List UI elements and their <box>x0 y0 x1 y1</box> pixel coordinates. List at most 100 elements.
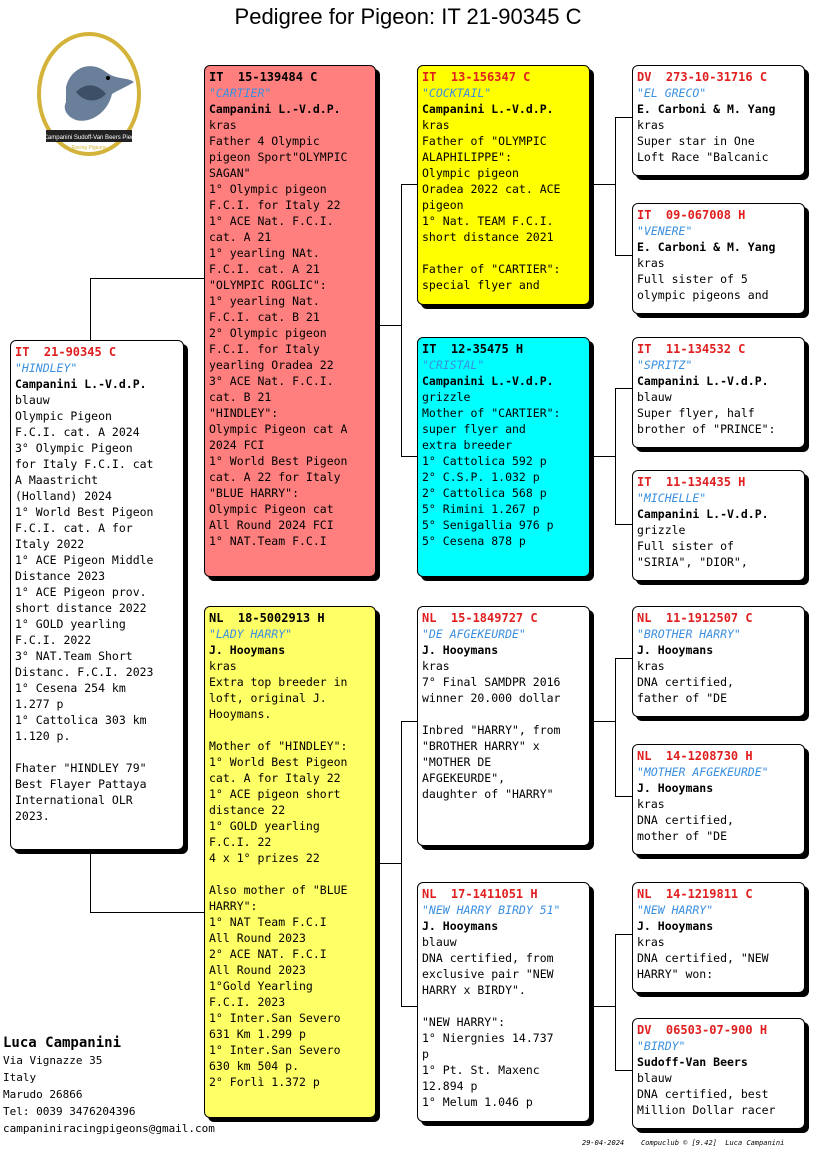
connector <box>615 524 632 525</box>
connector <box>615 658 632 659</box>
logo-text-2: Racing Pigeons <box>71 145 107 151</box>
pigeon-notes: DNA certified, mother of "DE <box>637 813 734 843</box>
pigeon-name: "MICHELLE" <box>637 491 707 505</box>
feather-color: kras <box>637 256 665 270</box>
breeder: E. Carboni & M. Yang <box>637 240 776 254</box>
pigeon-notes: Extra top breeder in loft, original J. H… <box>209 675 348 1089</box>
breeder: Campanini L.-V.d.P. <box>422 102 554 116</box>
owner-name: Luca Campanini <box>3 1035 122 1051</box>
pigeon-card-subject[interactable]: IT 21-90345 C "HINDLEY" Campanini L.-V.d… <box>10 340 184 850</box>
breeder: J. Hooymans <box>209 643 286 657</box>
connector <box>376 325 401 326</box>
pigeon-card-sire[interactable]: IT 15-139484 C "CARTIER" Campanini L.-V.… <box>204 65 376 577</box>
pigeon-name: "LADY HARRY" <box>209 627 293 641</box>
breeder: J. Hooymans <box>637 919 714 933</box>
feather-color: kras <box>637 659 665 673</box>
pigeon-name: "BIRDY" <box>637 1039 686 1053</box>
ring-number: DV 273-10-31716 C <box>637 70 768 84</box>
ring-number: NL 18-5002913 H <box>209 611 325 625</box>
owner-phone: Tel: 0039 3476204396 <box>3 1105 136 1118</box>
connector <box>615 658 616 796</box>
ring-number: IT 11-134435 H <box>637 475 746 489</box>
feather-color: kras <box>637 118 665 132</box>
club-logo: Campanini Sudoff-Van Beers Pied Racing P… <box>37 32 141 156</box>
breeder: E. Carboni & M. Yang <box>637 102 776 116</box>
pigeon-card-ssd[interactable]: IT 09-067008 H "VENERE" E. Carboni & M. … <box>632 203 805 314</box>
ring-number: NL 14-1208730 H <box>637 749 753 763</box>
ring-number: IT 09-067008 H <box>637 208 746 222</box>
connector <box>90 278 204 279</box>
pigeon-card-dds[interactable]: NL 14-1219811 C "NEW HARRY" J. Hooymans … <box>632 882 805 993</box>
connector <box>401 721 402 1006</box>
pigeon-name: "CARTIER" <box>209 86 272 100</box>
pigeon-name: "DE AFGEKEURDE" <box>422 627 526 641</box>
pigeon-notes: DNA certified, best Million Dollar racer <box>637 1087 776 1117</box>
ring-number: NL 14-1219811 C <box>637 887 753 901</box>
breeder: Sudoff-Van Beers <box>637 1055 748 1069</box>
pigeon-notes: DNA certified, from exclusive pair "NEW … <box>422 951 554 1109</box>
ring-number: IT 21-90345 C <box>15 345 117 359</box>
page-title: Pedigree for Pigeon: IT 21-90345 C <box>234 4 582 29</box>
pigeon-name: "BROTHER HARRY" <box>637 627 741 641</box>
pigeon-name: "COCKTAIL" <box>422 86 492 100</box>
owner-city: Marudo 26866 <box>3 1088 83 1101</box>
pigeon-card-dam[interactable]: NL 18-5002913 H "LADY HARRY" J. Hooymans… <box>204 606 376 1118</box>
footer-date: 29-04-2024 <box>582 1139 625 1147</box>
pigeon-card-dsd[interactable]: NL 14-1208730 H "MOTHER AFGEKEURDE" J. H… <box>632 744 805 855</box>
pigeon-card-dss[interactable]: NL 11-1912507 C "BROTHER HARRY" J. Hooym… <box>632 606 805 717</box>
pigeon-card-sire-dam[interactable]: IT 12-35475 H "CRISTAL" Campanini L.-V.d… <box>417 337 590 577</box>
connector <box>615 388 616 524</box>
pigeon-card-sss[interactable]: DV 273-10-31716 C "EL GRECO" E. Carboni … <box>632 65 805 176</box>
connector <box>615 255 632 256</box>
owner-country: Italy <box>3 1071 37 1084</box>
pigeon-card-dam-sire[interactable]: NL 15-1849727 C "DE AFGEKEURDE" J. Hooym… <box>417 606 590 846</box>
ring-number: IT 13-156347 C <box>422 70 531 84</box>
owner-email[interactable]: campaniniracingpigeons@gmail.com <box>3 1122 215 1135</box>
owner-info: Luca Campanini Via Vignazze 35 Italy Mar… <box>3 1035 215 1137</box>
pigeon-card-dam-dam[interactable]: NL 17-1411051 H "NEW HARRY BIRDY 51" J. … <box>417 882 590 1122</box>
connector <box>590 456 615 457</box>
footer: 29-04-2024 Compuclub © [9.42] Luca Campa… <box>582 1139 784 1147</box>
pigeon-card-sds[interactable]: IT 11-134532 C "SPRITZ" Campanini L.-V.d… <box>632 337 805 448</box>
ring-number: IT 15-139484 C <box>209 70 318 84</box>
ring-number: NL 11-1912507 C <box>637 611 753 625</box>
pigeon-notes: Father of "OLYMPIC ALAPHILIPPE": Olympic… <box>422 134 561 292</box>
feather-color: kras <box>637 935 665 949</box>
ring-number: IT 12-35475 H <box>422 342 524 356</box>
logo-text-1: Campanini Sudoff-Van Beers Pied <box>44 135 135 141</box>
connector <box>90 850 91 912</box>
feather-color: kras <box>637 797 665 811</box>
feather-color: blauw <box>15 393 50 407</box>
feather-color: grizzle <box>637 523 686 537</box>
pigeon-notes: 7° Final SAMDPR 2016 winner 20.000 dolla… <box>422 675 561 801</box>
breeder: Campanini L.-V.d.P. <box>15 377 147 391</box>
owner-street: Via Vignazze 35 <box>3 1054 103 1067</box>
pigeon-name: "NEW HARRY" <box>637 903 714 917</box>
feather-color: kras <box>422 118 450 132</box>
pigeon-notes: Father 4 Olympic pigeon Sport"OLYMPIC SA… <box>209 134 348 548</box>
pigeon-name: "EL GRECO" <box>637 86 707 100</box>
pigeon-notes: DNA certified, father of "DE <box>637 675 734 705</box>
feather-color: blauw <box>422 935 457 949</box>
pigeon-card-sdd[interactable]: IT 11-134435 H "MICHELLE" Campanini L.-V… <box>632 470 805 581</box>
ring-number: NL 15-1849727 C <box>422 611 538 625</box>
connector <box>590 721 615 722</box>
pigeon-card-sire-sire[interactable]: IT 13-156347 C "COCKTAIL" Campanini L.-V… <box>417 65 590 305</box>
ring-number: NL 17-1411051 H <box>422 887 538 901</box>
breeder: J. Hooymans <box>422 919 499 933</box>
pigeon-notes: Mother of "CARTIER": super flyer and ext… <box>422 406 561 548</box>
connector <box>615 934 616 1070</box>
pigeon-name: "MOTHER AFGEKEURDE" <box>637 765 769 779</box>
pigeon-name: "HINDLEY" <box>15 361 78 375</box>
ring-number: DV 06503-07-900 H <box>637 1023 768 1037</box>
pigeon-name: "SPRITZ" <box>637 358 693 372</box>
connector <box>401 184 402 456</box>
connector <box>401 184 417 185</box>
feather-color: kras <box>209 659 237 673</box>
connector <box>615 1070 632 1071</box>
breeder: Campanini L.-V.d.P. <box>209 102 341 116</box>
feather-color: kras <box>422 659 450 673</box>
pigeon-card-ddd[interactable]: DV 06503-07-900 H "BIRDY" Sudoff-Van Bee… <box>632 1018 805 1129</box>
ring-number: IT 11-134532 C <box>637 342 746 356</box>
connector <box>590 1006 615 1007</box>
